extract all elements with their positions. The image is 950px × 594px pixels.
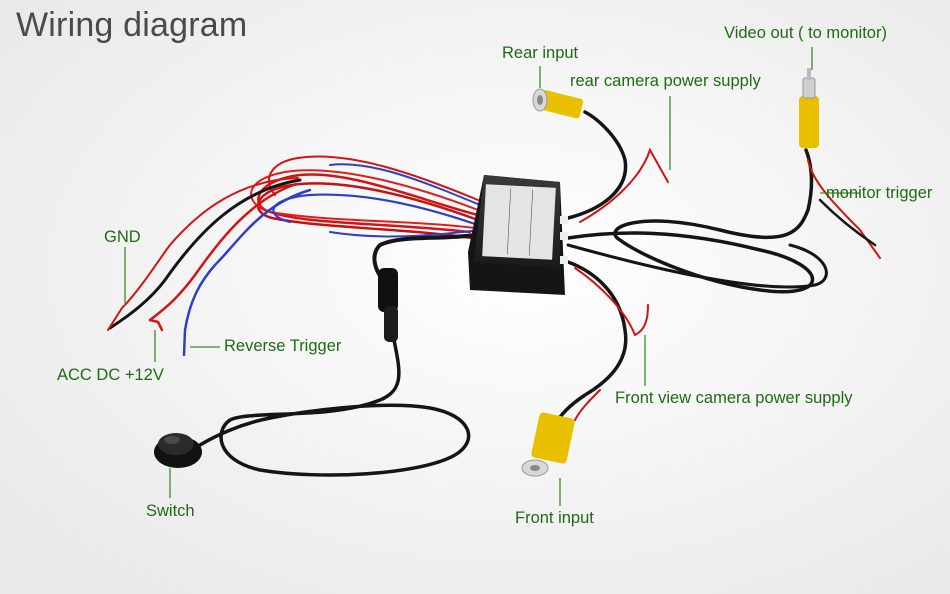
label-gnd: GND bbox=[104, 228, 141, 246]
label-switch: Switch bbox=[146, 502, 195, 520]
page-title: Wiring diagram bbox=[16, 6, 248, 44]
inline-connector bbox=[378, 268, 398, 342]
label-front-camera-power: Front view camera power supply bbox=[615, 389, 853, 407]
label-front-input: Front input bbox=[515, 509, 594, 527]
label-video-out: Video out ( to monitor) bbox=[724, 24, 887, 42]
label-rear-input: Rear input bbox=[502, 44, 579, 62]
label-monitor-trigger: monitor trigger bbox=[826, 184, 933, 202]
leader-lines bbox=[124, 47, 860, 506]
label-reverse-trigger: Reverse Trigger bbox=[224, 337, 342, 355]
video-out-rca bbox=[799, 68, 819, 148]
control-box bbox=[468, 175, 568, 295]
switch-button bbox=[154, 433, 202, 468]
wire-bundle bbox=[107, 155, 481, 357]
output-cables bbox=[553, 110, 881, 427]
front-input-rca bbox=[521, 412, 575, 477]
label-acc-power: ACC DC +12V bbox=[57, 366, 164, 384]
switch-cable bbox=[198, 233, 477, 477]
label-rear-camera-power: rear camera power supply bbox=[570, 72, 761, 90]
rear-input-rca bbox=[532, 88, 584, 119]
